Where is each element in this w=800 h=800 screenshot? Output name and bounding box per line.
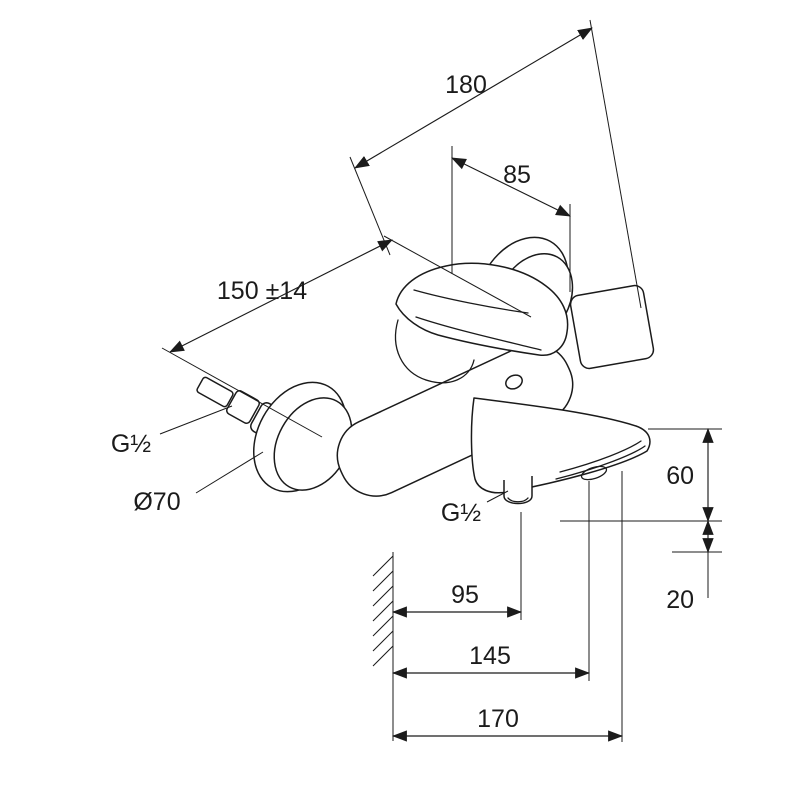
cartridge-neck-left xyxy=(394,319,427,381)
flange-diameter-label: Ø70 xyxy=(133,488,180,516)
dim-20-label: 20 xyxy=(666,586,694,614)
dimensions: 180 85 150 ±14 G½ Ø70 G½ xyxy=(111,19,722,742)
spout xyxy=(470,397,651,494)
dim-150-centerline-right xyxy=(383,235,532,318)
spout-outlet-edge xyxy=(559,440,642,473)
handle-crease xyxy=(415,316,542,351)
dim-150-label: 150 ±14 xyxy=(217,277,307,305)
dim-180-ext-right xyxy=(589,19,642,309)
wall-hatch xyxy=(372,555,394,667)
wall-section xyxy=(372,552,394,741)
wall-union-plate xyxy=(569,284,655,370)
lever-handle xyxy=(395,262,569,356)
dim-180: 180 xyxy=(349,19,642,309)
handle-top-contour xyxy=(413,289,529,314)
aerator xyxy=(580,465,608,481)
outlet-thread-label: G½ xyxy=(441,499,481,527)
dim-145: 145 xyxy=(391,481,591,681)
inlet-thread-label: G½ xyxy=(111,430,151,458)
dim-95: 95 xyxy=(391,512,523,620)
dim-180-ext-left xyxy=(349,156,391,256)
dim-150-line xyxy=(169,239,393,353)
inlet-nut xyxy=(226,390,260,424)
flange-diameter-leader xyxy=(195,451,264,494)
dim-150: 150 ±14 xyxy=(161,235,532,438)
dim-170-label: 170 xyxy=(477,705,519,733)
callout-inlet-thread: G½ xyxy=(111,405,233,458)
shower-outlet xyxy=(503,476,533,505)
diverter-knob xyxy=(505,374,523,390)
outlet-thread-leader xyxy=(486,490,509,503)
inlet-thread-leader xyxy=(159,405,233,435)
callout-flange-diameter: Ø70 xyxy=(133,451,264,516)
dim-95-label: 95 xyxy=(451,581,479,609)
dim-180-label: 180 xyxy=(445,71,487,99)
cartridge-neck-right xyxy=(425,359,475,384)
dim-145-label: 145 xyxy=(469,642,511,670)
dim-85-label: 85 xyxy=(503,161,531,189)
dim-150-centerline-left xyxy=(161,347,323,438)
dim-85-line xyxy=(451,157,571,217)
dim-85: 85 xyxy=(451,146,571,292)
shower-outlet-thread xyxy=(507,497,529,503)
callout-outlet-thread: G½ xyxy=(441,490,509,527)
dim-60-20: 60 20 xyxy=(560,427,722,614)
spout-outlet-slot xyxy=(555,445,646,480)
inlet-pipe-stub xyxy=(196,376,234,408)
fixture-drawing xyxy=(196,236,655,505)
dim-170: 170 xyxy=(391,471,624,742)
dim-180-line xyxy=(354,27,593,169)
dim-60-label: 60 xyxy=(666,462,694,490)
